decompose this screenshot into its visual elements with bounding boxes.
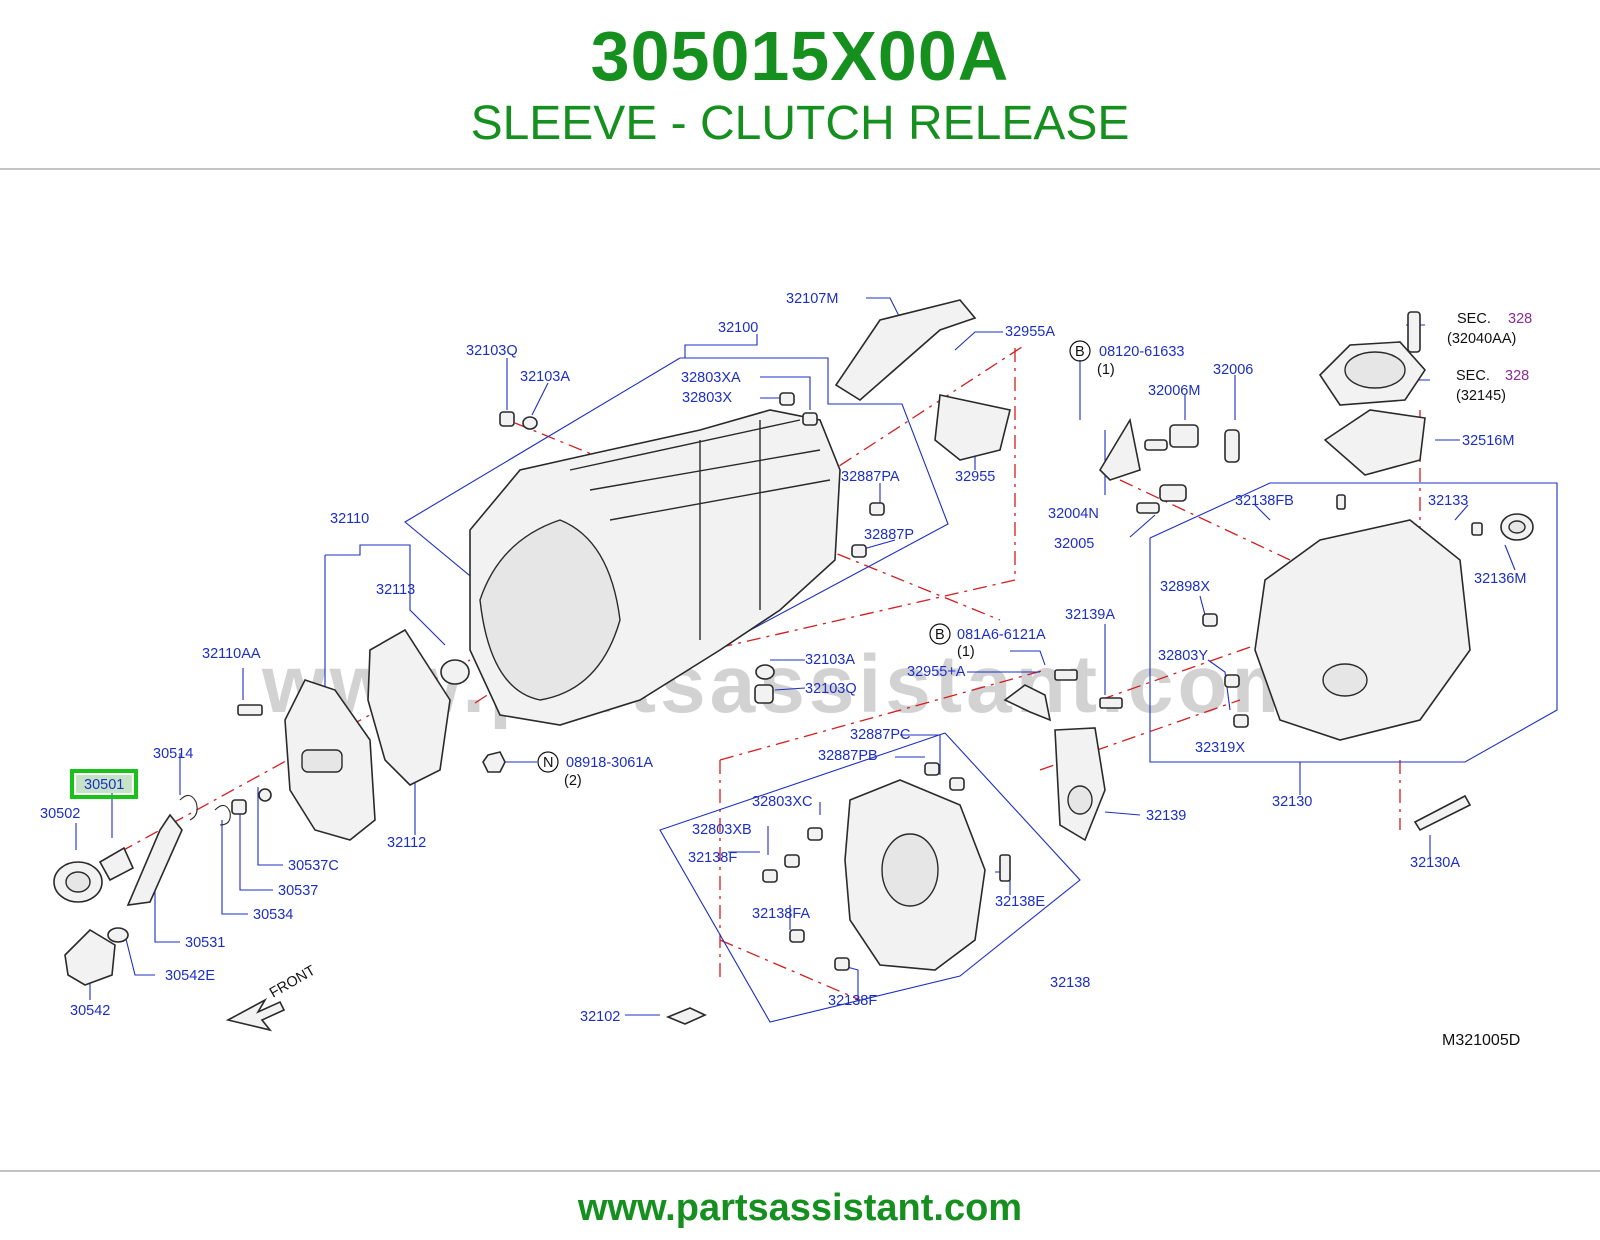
footer-divider — [0, 1170, 1600, 1172]
label-32138F-upper: 32138F — [688, 850, 737, 866]
label-30537C: 30537C — [288, 858, 339, 874]
label-32138: 32138 — [1050, 975, 1090, 991]
label-32887PB: 32887PB — [818, 748, 878, 764]
label-32955A: 32955A — [1005, 324, 1055, 340]
part-name-subtitle: SLEEVE - CLUTCH RELEASE — [470, 97, 1130, 150]
label-32803Y: 32803Y — [1158, 648, 1208, 664]
circle-n-label: N — [543, 755, 553, 771]
label-32803XC: 32803XC — [752, 794, 812, 810]
gasket-32516M — [1323, 409, 1426, 476]
label-32103A-top: 32103A — [520, 369, 570, 385]
label-32138FA: 32138FA — [752, 906, 810, 922]
sec-sub-1: (32040AA) — [1447, 331, 1516, 347]
label-32103Q-top: 32103Q — [466, 343, 518, 359]
label-32005: 32005 — [1054, 536, 1094, 552]
label-32006M: 32006M — [1148, 383, 1200, 399]
release-sleeve-30501 — [98, 846, 135, 882]
highlight-fill — [76, 775, 132, 793]
label-32887P: 32887P — [864, 527, 914, 543]
label-081A6-6121A: 081A6-6121A — [957, 627, 1046, 643]
label-30537: 30537 — [278, 883, 318, 899]
label-32006: 32006 — [1213, 362, 1253, 378]
label-32136M: 32136M — [1474, 571, 1526, 587]
label-32803XB: 32803XB — [692, 822, 752, 838]
label-30542: 30542 — [70, 1003, 110, 1019]
header-divider — [0, 168, 1600, 170]
bracket — [934, 394, 1011, 461]
footer-url[interactable]: www.partsassistant.com — [577, 1187, 1023, 1229]
sec-number-1: 328 — [1508, 311, 1532, 327]
release-fork-30531 — [126, 813, 183, 906]
label-32113: 32113 — [376, 582, 415, 598]
sec-label-1: SEC. — [1457, 311, 1491, 327]
label-30501-highlighted: 30501 — [84, 777, 124, 793]
label-32130A: 32130A — [1410, 855, 1460, 871]
label-32139A: 32139A — [1065, 607, 1115, 623]
label-08120-61633: 08120-61633 — [1099, 344, 1184, 360]
label-32319X: 32319X — [1195, 740, 1245, 756]
label-32955plusA: 32955+A — [907, 664, 966, 680]
diagram-code: M321005D — [1442, 1032, 1520, 1049]
label-32955: 32955 — [955, 469, 995, 485]
label-30542E: 30542E — [165, 968, 215, 984]
label-32100: 32100 — [718, 320, 758, 336]
label-32803X: 32803X — [682, 390, 732, 406]
label-32107M: 32107M — [786, 291, 838, 307]
parts — [53, 299, 1534, 1032]
sec-sub-2: (32145) — [1456, 388, 1506, 404]
sec-number-2: 328 — [1505, 368, 1529, 384]
label-32130: 32130 — [1272, 794, 1312, 810]
label-32138FB: 32138FB — [1235, 493, 1294, 509]
part-number-title: 305015X00A — [590, 17, 1010, 95]
label-32887PC: 32887PC — [850, 727, 910, 743]
circle-b-label-1: B — [1075, 344, 1085, 360]
boot-30542 — [64, 928, 116, 986]
label-32139: 32139 — [1146, 808, 1186, 824]
part-labels: 32107M 32100 32955A 32103Q 32103A 32803X… — [40, 291, 1532, 1049]
label-32138F-lower: 32138F — [828, 993, 877, 1009]
label-32110AA: 32110AA — [202, 646, 261, 662]
label-08120-qty: (1) — [1097, 362, 1115, 378]
label-32110: 32110 — [330, 511, 369, 527]
rear-extension — [1254, 519, 1471, 741]
label-32898X: 32898X — [1160, 579, 1210, 595]
label-30531: 30531 — [185, 935, 225, 951]
label-32803XA: 32803XA — [681, 370, 741, 386]
gasket-32112 — [367, 628, 451, 786]
plate-32139 — [1054, 727, 1106, 842]
label-32102: 32102 — [580, 1009, 620, 1025]
label-08918-3061A: 08918-3061A — [566, 755, 653, 771]
shift-rail-cover — [834, 299, 977, 401]
label-08918-qty: (2) — [564, 773, 582, 789]
label-32133: 32133 — [1428, 493, 1468, 509]
label-32004N: 32004N — [1048, 506, 1099, 522]
label-30534: 30534 — [253, 907, 293, 923]
highlight-box — [70, 769, 138, 799]
label-30514: 30514 — [153, 746, 193, 762]
label-081A6-qty: (1) — [957, 644, 975, 660]
label-32138E: 32138E — [995, 894, 1045, 910]
circle-b-label-2: B — [935, 627, 945, 643]
label-32103Q-mid: 32103Q — [805, 681, 857, 697]
label-32516M: 32516M — [1462, 433, 1514, 449]
group-outlines — [324, 357, 1558, 1023]
label-30502: 30502 — [40, 806, 80, 822]
label-32112: 32112 — [387, 835, 426, 851]
label-32887PA: 32887PA — [841, 469, 900, 485]
label-32103A-mid: 32103A — [805, 652, 855, 668]
sec-label-2: SEC. — [1456, 368, 1490, 384]
front-label: FRONT — [267, 963, 318, 1002]
